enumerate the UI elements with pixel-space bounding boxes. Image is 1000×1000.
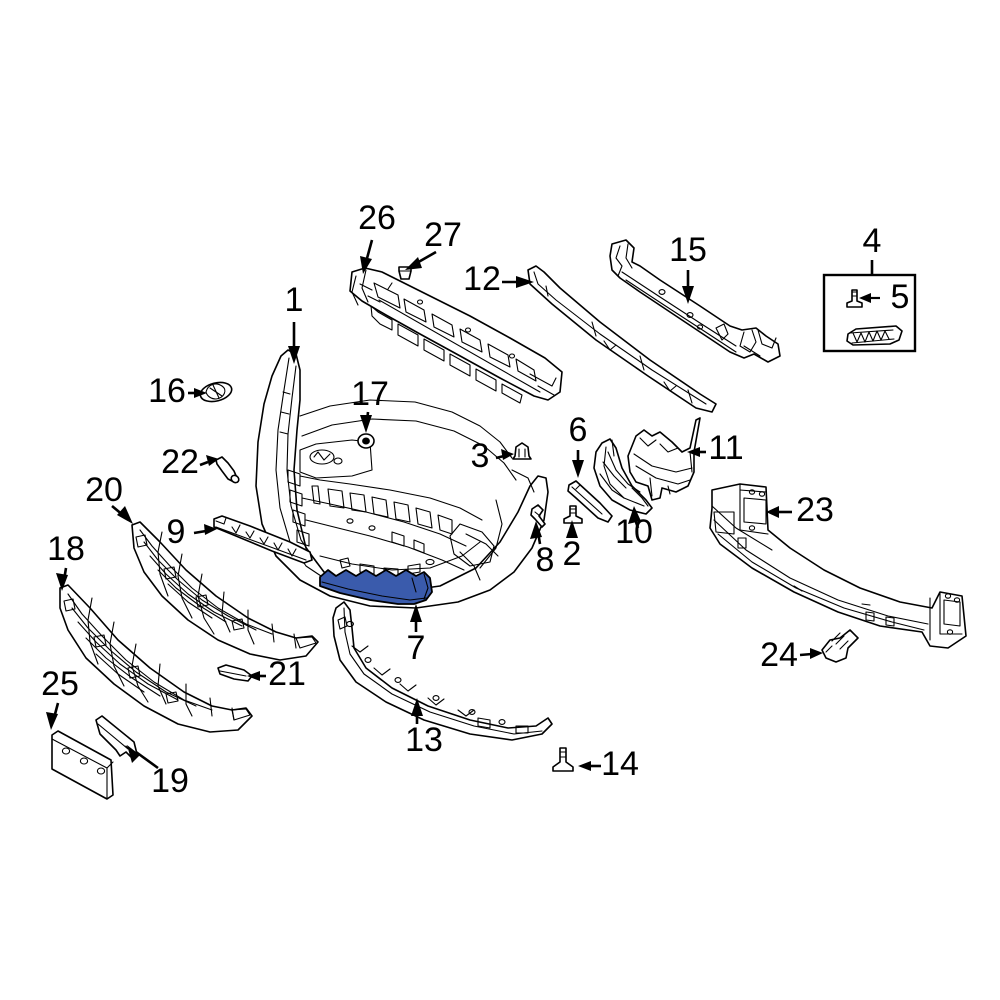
callout-number-1: 1 [285, 281, 304, 319]
part-inset-detail-box [822, 273, 917, 353]
callout-number-7: 7 [407, 629, 426, 667]
leader-14 [578, 761, 601, 771]
leader-25 [46, 702, 60, 730]
part-clip-fastener [512, 442, 532, 460]
leader-11 [687, 447, 706, 457]
part-inset-screw [846, 289, 863, 308]
callout-number-17: 17 [351, 375, 389, 413]
callout-number-21: 21 [268, 655, 306, 693]
leader-1 [288, 322, 300, 364]
leader-23 [766, 506, 792, 518]
leader-7 [410, 604, 422, 632]
leader-24 [799, 648, 823, 659]
callout-number-25: 25 [41, 665, 79, 703]
callout-number-23: 23 [796, 491, 834, 529]
part-inset-clip-strip [846, 325, 903, 346]
callout-number-24: 24 [760, 636, 798, 674]
part-grommet [357, 433, 375, 449]
callout-number-27: 27 [424, 216, 462, 254]
part-push-rivet [552, 747, 574, 772]
callout-number-13: 13 [405, 721, 443, 759]
callout-number-3: 3 [471, 437, 490, 475]
part-radiator-upper-cover [349, 267, 563, 404]
part-side-bracket [593, 438, 653, 515]
part-push-pin-retainer [563, 505, 583, 524]
leader-15 [682, 270, 694, 304]
callout-number-14: 14 [601, 745, 639, 783]
leader-21 [247, 671, 266, 681]
callout-number-20: 20 [85, 471, 123, 509]
callout-number-11: 11 [708, 429, 743, 467]
callout-number-26: 26 [358, 199, 396, 237]
part-screw-fastener [530, 504, 546, 528]
leader-19 [127, 745, 159, 770]
part-lower-grille [59, 584, 253, 733]
callout-number-12: 12 [463, 260, 501, 298]
leader-9 [193, 524, 217, 535]
callout-number-22: 22 [161, 443, 199, 481]
leader-17 [360, 411, 372, 433]
leader-6 [572, 450, 584, 478]
part-flange-bolt [821, 629, 859, 663]
callout-number-group: 1 2 3 4 5 6 7 8 9 10 11 12 13 14 15 16 1… [41, 199, 909, 800]
leader-27 [405, 250, 437, 270]
leader-10 [628, 506, 641, 529]
part-small-clip [217, 664, 253, 682]
leader-8 [530, 521, 542, 545]
part-small-pin [215, 456, 240, 484]
part-upper-tie-bar [609, 239, 781, 363]
callout-number-16: 16 [148, 372, 186, 410]
leader-12 [502, 276, 534, 288]
callout-number-4: 4 [863, 222, 882, 260]
callout-number-9: 9 [167, 513, 186, 551]
part-upper-crossmember-trim [527, 265, 717, 413]
callout-number-10: 10 [615, 513, 653, 551]
callout-number-2: 2 [563, 535, 582, 573]
callout-number-5: 5 [891, 278, 910, 316]
leader-2 [566, 520, 578, 538]
leader-3 [495, 449, 514, 460]
part-lower-spoiler [332, 601, 553, 741]
leader-13 [411, 698, 423, 724]
callout-number-8: 8 [536, 541, 555, 579]
part-bumper-impact-bar [709, 483, 967, 649]
callout-number-6: 6 [569, 411, 588, 449]
part-upper-grille-trim [213, 515, 313, 564]
part-license-plate-bracket [51, 730, 114, 800]
callout-number-18: 18 [47, 530, 85, 568]
part-grommet-plug [398, 266, 412, 280]
leader-16 [188, 388, 207, 398]
part-front-bumper-cover [255, 349, 549, 609]
callout-number-19: 19 [151, 762, 189, 800]
part-upper-grille [131, 521, 319, 661]
part-bracket-strip [567, 480, 613, 523]
part-lower-valance-molding-highlighted [319, 569, 433, 605]
leader-18 [56, 567, 68, 591]
leader-20 [111, 505, 133, 524]
callout-number-15: 15 [669, 231, 707, 269]
part-bumper-side-bracket [627, 417, 701, 501]
part-emblem-badge [199, 381, 233, 403]
leader-22 [199, 455, 219, 467]
leader-26 [360, 239, 374, 274]
leader-5 [859, 293, 880, 303]
